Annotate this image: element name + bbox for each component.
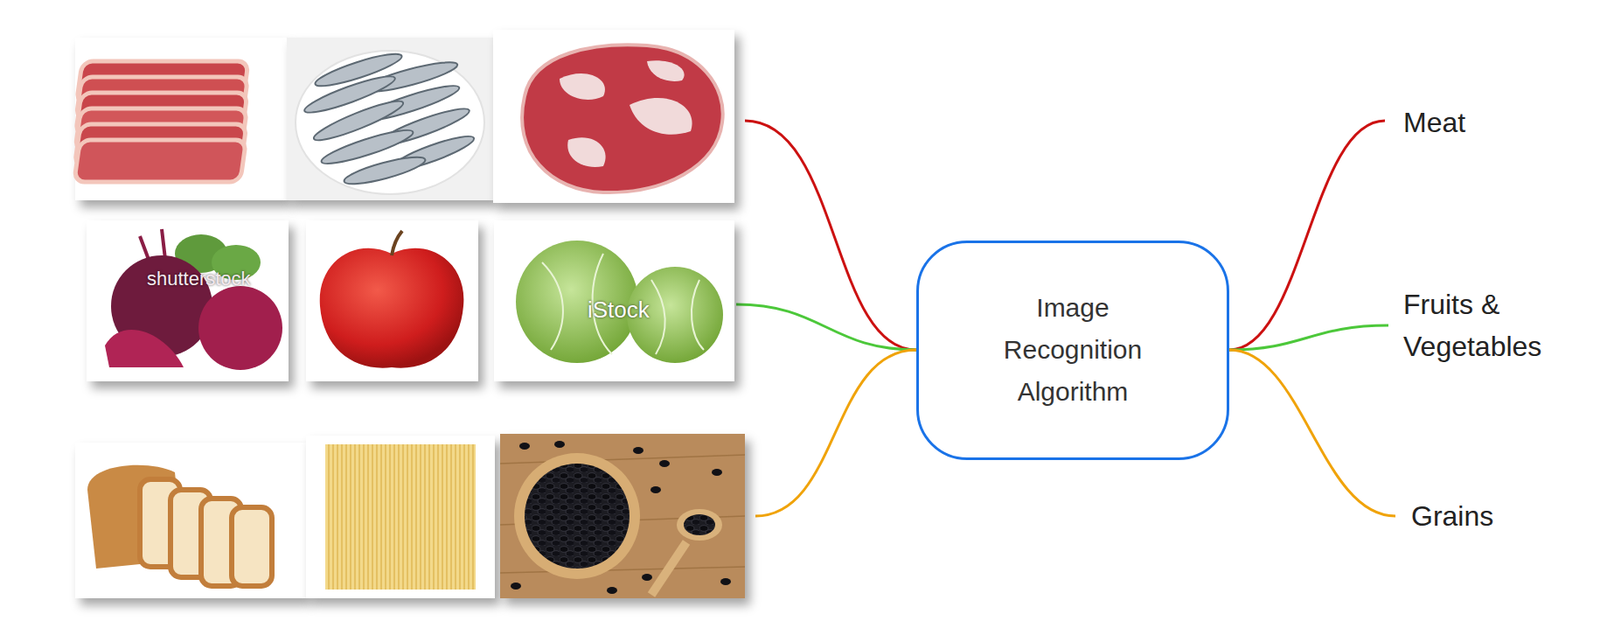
beet-photo — [86, 220, 289, 382]
watermark: shutterstock — [146, 264, 251, 293]
grain-curve-in — [755, 349, 917, 516]
beans-photo — [500, 433, 745, 599]
sprouts-photo — [493, 220, 735, 382]
sardines-photo — [286, 37, 494, 201]
flow-curves — [736, 120, 1396, 516]
category-label: Meat — [1403, 101, 1579, 144]
box-text: Image Recognition Algorithm — [989, 286, 1156, 413]
bread-photo — [75, 442, 307, 599]
pork-photo — [493, 29, 735, 203]
grain-curve-out — [1229, 349, 1396, 516]
pasta-photo — [306, 435, 495, 599]
prosciutto-photo — [74, 37, 287, 201]
watermark: iStock — [587, 292, 650, 327]
category-label: Fruits & Vegetables — [1403, 283, 1579, 368]
produce-curve-in — [736, 304, 917, 350]
meat-curve-out — [1229, 120, 1385, 350]
category-label: Grains — [1411, 494, 1587, 537]
produce-curve-out — [1229, 325, 1389, 350]
apple-photo — [306, 220, 479, 382]
algorithm-box: Image Recognition Algorithm — [916, 240, 1230, 460]
meat-curve-in — [744, 120, 917, 350]
